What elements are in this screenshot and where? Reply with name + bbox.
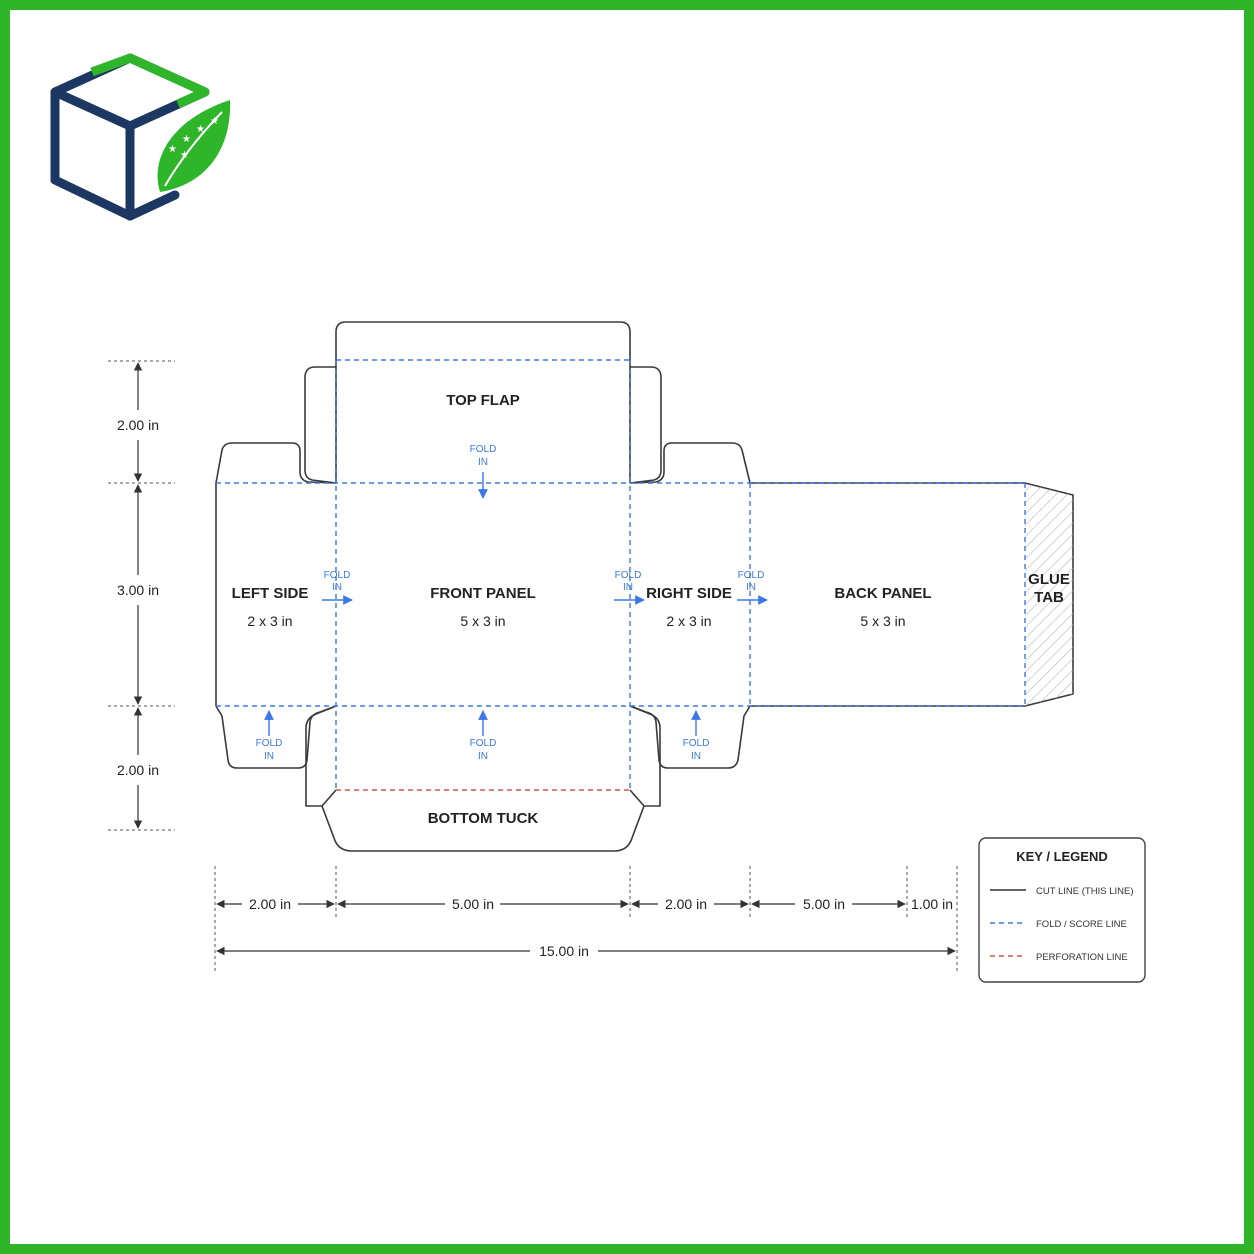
glue-tab-label-2: TAB <box>1034 589 1064 606</box>
vertical-dimensions: 2.00 in 3.00 in 2.00 in <box>108 360 175 831</box>
dim-top-flap-height: 2.00 in <box>117 417 159 433</box>
fold-marker-text: IN <box>691 751 701 762</box>
fold-marker-text: FOLD <box>324 570 351 581</box>
front-panel-label: FRONT PANEL <box>430 585 536 602</box>
right-side-label: RIGHT SIDE <box>646 585 732 602</box>
horizontal-dimensions: 2.00 in 5.00 in 2.00 in 5.00 in 1.00 in … <box>214 866 958 972</box>
fold-marker-right-bottom: FOLD IN <box>683 710 710 762</box>
right-side-size: 2 x 3 in <box>666 613 711 629</box>
legend-perf-label: PERFORATION LINE <box>1036 952 1128 963</box>
fold-marker-text: IN <box>264 751 274 762</box>
left-side-size: 2 x 3 in <box>247 613 292 629</box>
svg-text:★: ★ <box>182 134 191 145</box>
svg-text:★: ★ <box>180 150 189 161</box>
glue-tab-label-1: GLUE <box>1028 571 1070 588</box>
fold-marker-text: FOLD <box>470 738 497 749</box>
fold-lines <box>216 359 1026 790</box>
front-panel-size: 5 x 3 in <box>460 613 505 629</box>
fold-marker-text: FOLD <box>470 444 497 455</box>
dim-back-width: 5.00 in <box>803 896 845 912</box>
legend-fold-label: FOLD / SCORE LINE <box>1036 919 1127 930</box>
fold-marker-text: FOLD <box>615 570 642 581</box>
svg-text:★: ★ <box>196 124 205 135</box>
cut-outline <box>215 321 1074 852</box>
back-panel-size: 5 x 3 in <box>860 613 905 629</box>
legend-title: KEY / LEGEND <box>1016 849 1108 864</box>
back-panel-label: BACK PANEL <box>834 585 931 602</box>
fold-marker-right-back: FOLD IN <box>737 570 768 605</box>
fold-marker-left-bottom: FOLD IN <box>256 710 283 762</box>
fold-marker-front-right: FOLD IN <box>614 570 645 605</box>
fold-marker-bottom-tuck: FOLD IN <box>470 710 497 762</box>
svg-text:★: ★ <box>168 144 177 155</box>
dim-glue-tab-width: 1.00 in <box>911 896 953 912</box>
dim-bottom-height: 2.00 in <box>117 762 159 778</box>
fold-marker-text: IN <box>478 751 488 762</box>
dim-total-width: 15.00 in <box>539 943 589 959</box>
svg-text:★: ★ <box>210 116 219 127</box>
fold-marker-text: IN <box>746 582 756 593</box>
fold-marker-text: IN <box>478 457 488 468</box>
legend-cut-label: CUT LINE (THIS LINE) <box>1036 886 1133 897</box>
dim-front-width: 5.00 in <box>452 896 494 912</box>
dim-left-side-width: 2.00 in <box>249 896 291 912</box>
bottom-tuck-label: BOTTOM TUCK <box>428 810 539 827</box>
box-leaf-logo-icon: ★ ★ ★ ★ ★ <box>50 53 231 221</box>
fold-marker-text: IN <box>332 582 342 593</box>
top-flap-label: TOP FLAP <box>446 392 520 409</box>
dim-body-height: 3.00 in <box>117 582 159 598</box>
glue-tab-hatch <box>1025 483 1073 706</box>
fold-marker-text: IN <box>623 582 633 593</box>
fold-marker-left: FOLD IN <box>322 570 353 605</box>
fold-marker-text: FOLD <box>683 738 710 749</box>
fold-marker-text: FOLD <box>738 570 765 581</box>
legend-box: KEY / LEGEND CUT LINE (THIS LINE) FOLD /… <box>978 837 1146 983</box>
left-side-label: LEFT SIDE <box>232 585 309 602</box>
fold-marker-top-flap: FOLD IN <box>470 444 497 499</box>
fold-marker-text: FOLD <box>256 738 283 749</box>
dim-right-side-width: 2.00 in <box>665 896 707 912</box>
